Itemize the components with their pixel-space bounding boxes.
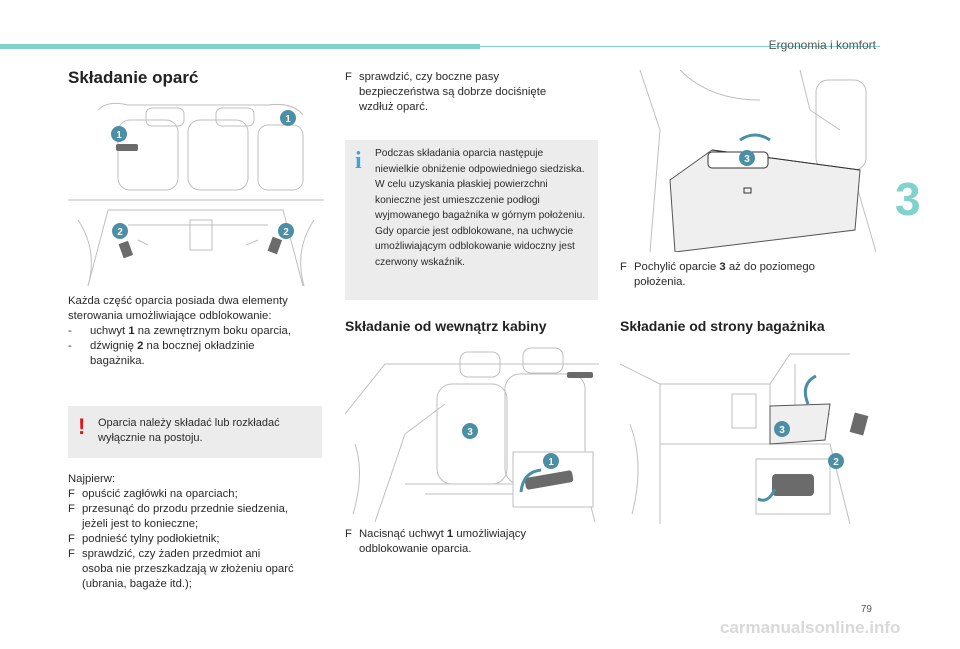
header-rule [480,46,880,47]
trunk-view-drawing: 1 1 2 2 [68,102,324,286]
list-item: - uchwyt 1 na zewnętrznym boku oparcia, [68,325,291,337]
callout-2: 2 [833,457,839,468]
warning-text: Oparcia należy składać lub rozkładać [98,417,280,429]
section-title: Ergonomia i komfort [768,38,876,52]
callout-1-left: 1 [116,130,122,141]
illustration-trunk-lever: 3 2 [620,344,876,524]
page-number: 79 [860,604,872,615]
trunk-lever-drawing: 3 2 [620,353,869,524]
info-text: W celu uzyskania płaskiej powierzchni [375,179,548,190]
illustration-cabin-seat: 3 1 [345,344,599,522]
watermark: carmanualsonline.info [720,618,901,637]
step-item: F podnieść tylny podłokietnik; [68,533,220,545]
page-title: Składanie oparć [68,68,199,87]
folded-backrest-drawing: 3 [639,70,876,252]
info-text: Gdy oparcie jest odblokowane, na uchwyci… [375,225,574,237]
warning-text: wyłącznie na postoju. [98,432,203,444]
info-text: niewielkie obniżenie odpowiedniego siedz… [375,163,585,175]
info-text: umożliwiającym odblokowanie widoczny jes… [375,241,575,252]
step-item: F opuścić zagłówki na oparciach; [68,488,238,500]
info-text: Podczas składania oparcia następuje [375,148,544,159]
callout-1-right: 1 [285,114,291,125]
info-text: konieczne jest umieszczenie podłogi [375,194,540,206]
illustration-rear-seats-trunk: 1 1 2 2 [68,100,324,286]
callout-3-bottom: 3 [779,425,785,436]
steps-label: Najpierw: [68,473,116,485]
callout-2-left: 2 [117,227,123,238]
warning-icon: ! [78,414,86,439]
chapter-number: 3 [895,173,921,225]
preparation-steps: Najpierw: F opuścić zagłówki na oparciac… [68,472,328,592]
info-text: wyjmowanego bagażnika w górnym położeniu… [375,210,586,221]
subtitle-from-trunk: Składanie od strony bagażnika [620,318,825,334]
intro-paragraph: Każda część oparcia posiada dwa elementy… [68,294,324,369]
subtitle-from-cabin: Składanie od wewnątrz kabiny [345,318,547,334]
warning-box: ! Oparcia należy składać lub rozkładać w… [68,406,322,458]
callout-2-right: 2 [283,227,289,238]
intro-line: sterowania umożliwiające odblokowanie: [68,310,272,322]
header-accent-bar [0,44,480,49]
callout-1: 1 [548,457,554,468]
info-box: i Podczas składania oparcia następuje ni… [345,140,598,300]
info-text: czerwony wskaźnik. [375,256,466,268]
step-item: F przesunąć do przodu przednie siedzenia… [68,503,288,530]
callout-3-top: 3 [744,154,750,165]
info-icon: i [355,148,362,174]
illustration-folded-backrest: 3 [620,70,876,252]
cabin-seat-drawing: 3 1 [345,347,599,522]
callout-3: 3 [467,427,473,438]
list-item: - dźwignię 2 na bocznej okładzinie [68,340,255,352]
intro-line: Każda część oparcia posiada dwa elementy [68,295,288,307]
list-item-continuation: bagażnika. [90,355,145,367]
